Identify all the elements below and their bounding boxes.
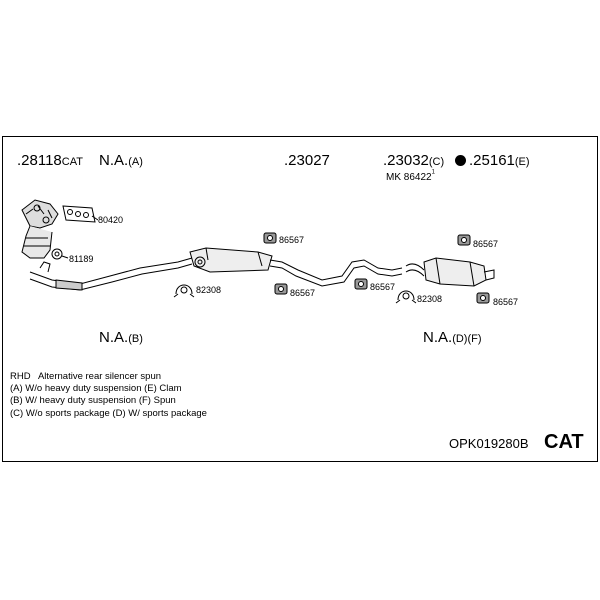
bullet-dot-icon — [455, 155, 466, 166]
note-line: (A) W/o heavy duty suspension (E) Clam — [10, 383, 182, 395]
part-23027: .23027 — [284, 152, 330, 169]
catalytic-converter-icon — [21, 199, 59, 259]
label-82308-left: 82308 — [196, 285, 222, 295]
rubber-mount-icon — [263, 232, 490, 304]
diagram-frame — [2, 136, 598, 462]
note-line: RHD Alternative rear silencer spun — [10, 371, 162, 382]
middle-silencer-icon — [189, 247, 403, 287]
clamp-icon — [173, 284, 195, 298]
label-80420: 80420 — [98, 215, 124, 225]
label-81189: 81189 — [69, 254, 94, 264]
manifold-gasket-icon — [62, 205, 99, 223]
mk-86422: MK 864221 — [386, 169, 435, 183]
note-line: (C) W/o sports package (D) W/ sports pac… — [10, 407, 207, 419]
na-b-label: N.A.(B) — [99, 329, 143, 346]
ring-gasket-icon — [51, 248, 69, 260]
note-line: (B) W/ heavy duty suspension (F) Spun — [10, 395, 176, 407]
na-a-label: N.A.(A) — [99, 152, 143, 169]
rear-silencer-icon — [405, 257, 495, 287]
label-86567-a: 86567 — [279, 235, 305, 245]
notes-block: RHD Alternative rear silencer spun (A) W… — [10, 371, 207, 420]
clamp-icon — [395, 290, 417, 304]
part-23032: .23032(C) — [383, 152, 445, 169]
front-pipe-icon — [29, 257, 193, 291]
label-86567-d: 86567 — [473, 239, 499, 249]
label-86567-e: 86567 — [493, 297, 519, 307]
part-28118-cat: .28118CAT — [17, 152, 83, 169]
part-25161: .25161(E) — [455, 153, 530, 169]
label-86567-b: 86567 — [290, 288, 316, 298]
cat-label: CAT — [544, 431, 584, 453]
label-82308-right: 82308 — [417, 294, 443, 304]
diagram-code: OPK019280B — [449, 436, 529, 451]
label-86567-c: 86567 — [370, 282, 396, 292]
na-df-label: N.A.(D)(F) — [423, 329, 482, 346]
